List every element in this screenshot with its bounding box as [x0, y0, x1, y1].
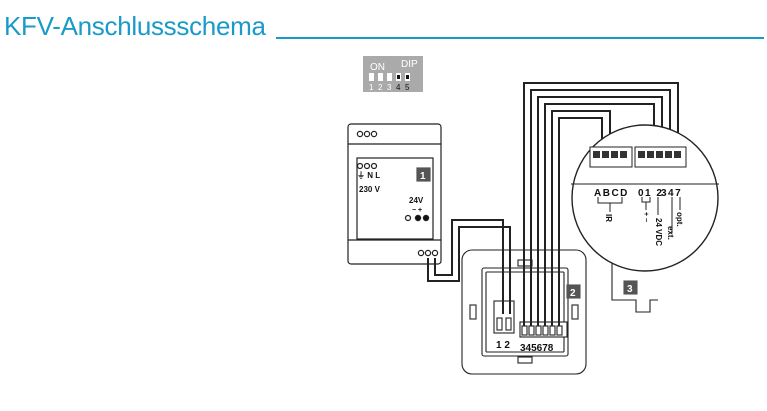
- controller-badge-box: [623, 280, 638, 295]
- controller-module: [611, 262, 658, 313]
- label-opt: opt.: [675, 212, 684, 227]
- controller-badge: 3: [627, 284, 633, 295]
- dip-number-1: 1: [369, 83, 374, 92]
- psu-output-voltage: 24V: [409, 196, 424, 205]
- controller-numbers-b: 347: [661, 188, 682, 199]
- dip-number-5: 5: [405, 83, 410, 92]
- dip-label: DIP: [401, 59, 418, 70]
- controller-numbers-a: 01 2: [638, 188, 663, 199]
- label-24vdc: 24 VDC: [654, 218, 663, 246]
- title-underline: [276, 37, 764, 39]
- wire-psu-socket: [427, 219, 511, 314]
- psu-badge: 1: [420, 171, 426, 182]
- socket-right-terminal-labels: 345678: [520, 343, 554, 354]
- controller-letters: ABCD: [594, 188, 629, 199]
- dip-switch-1: [369, 73, 374, 81]
- socket-left-terminal-labels: 1 2: [496, 340, 510, 351]
- dip-switch-2: [378, 73, 383, 81]
- page-title: KFV-Anschlussschema: [4, 11, 266, 41]
- psu-input-voltage: 230 V: [359, 185, 381, 194]
- terminal-zoom: [571, 124, 719, 272]
- dip-on-label: ON: [370, 62, 385, 73]
- psu-terminal-labels: ⏚ N L: [357, 171, 380, 180]
- dip-number-3: 3: [387, 83, 392, 92]
- psu-badge-box: [416, 167, 431, 182]
- dip-switch: ON DIP 1 2 3 4 5: [363, 56, 423, 92]
- label-plus-minus: + −: [642, 212, 649, 222]
- socket-badge: 2: [570, 288, 576, 299]
- psu-polarity: − +: [412, 207, 422, 214]
- dip-number-4: 4: [396, 83, 401, 92]
- label-ir: IR: [604, 214, 613, 222]
- power-supply: [347, 123, 442, 265]
- socket-badge-box: [566, 284, 581, 299]
- dip-switch-3: [387, 73, 392, 81]
- dip-number-2: 2: [378, 83, 383, 92]
- label-ext: ext.: [666, 226, 675, 240]
